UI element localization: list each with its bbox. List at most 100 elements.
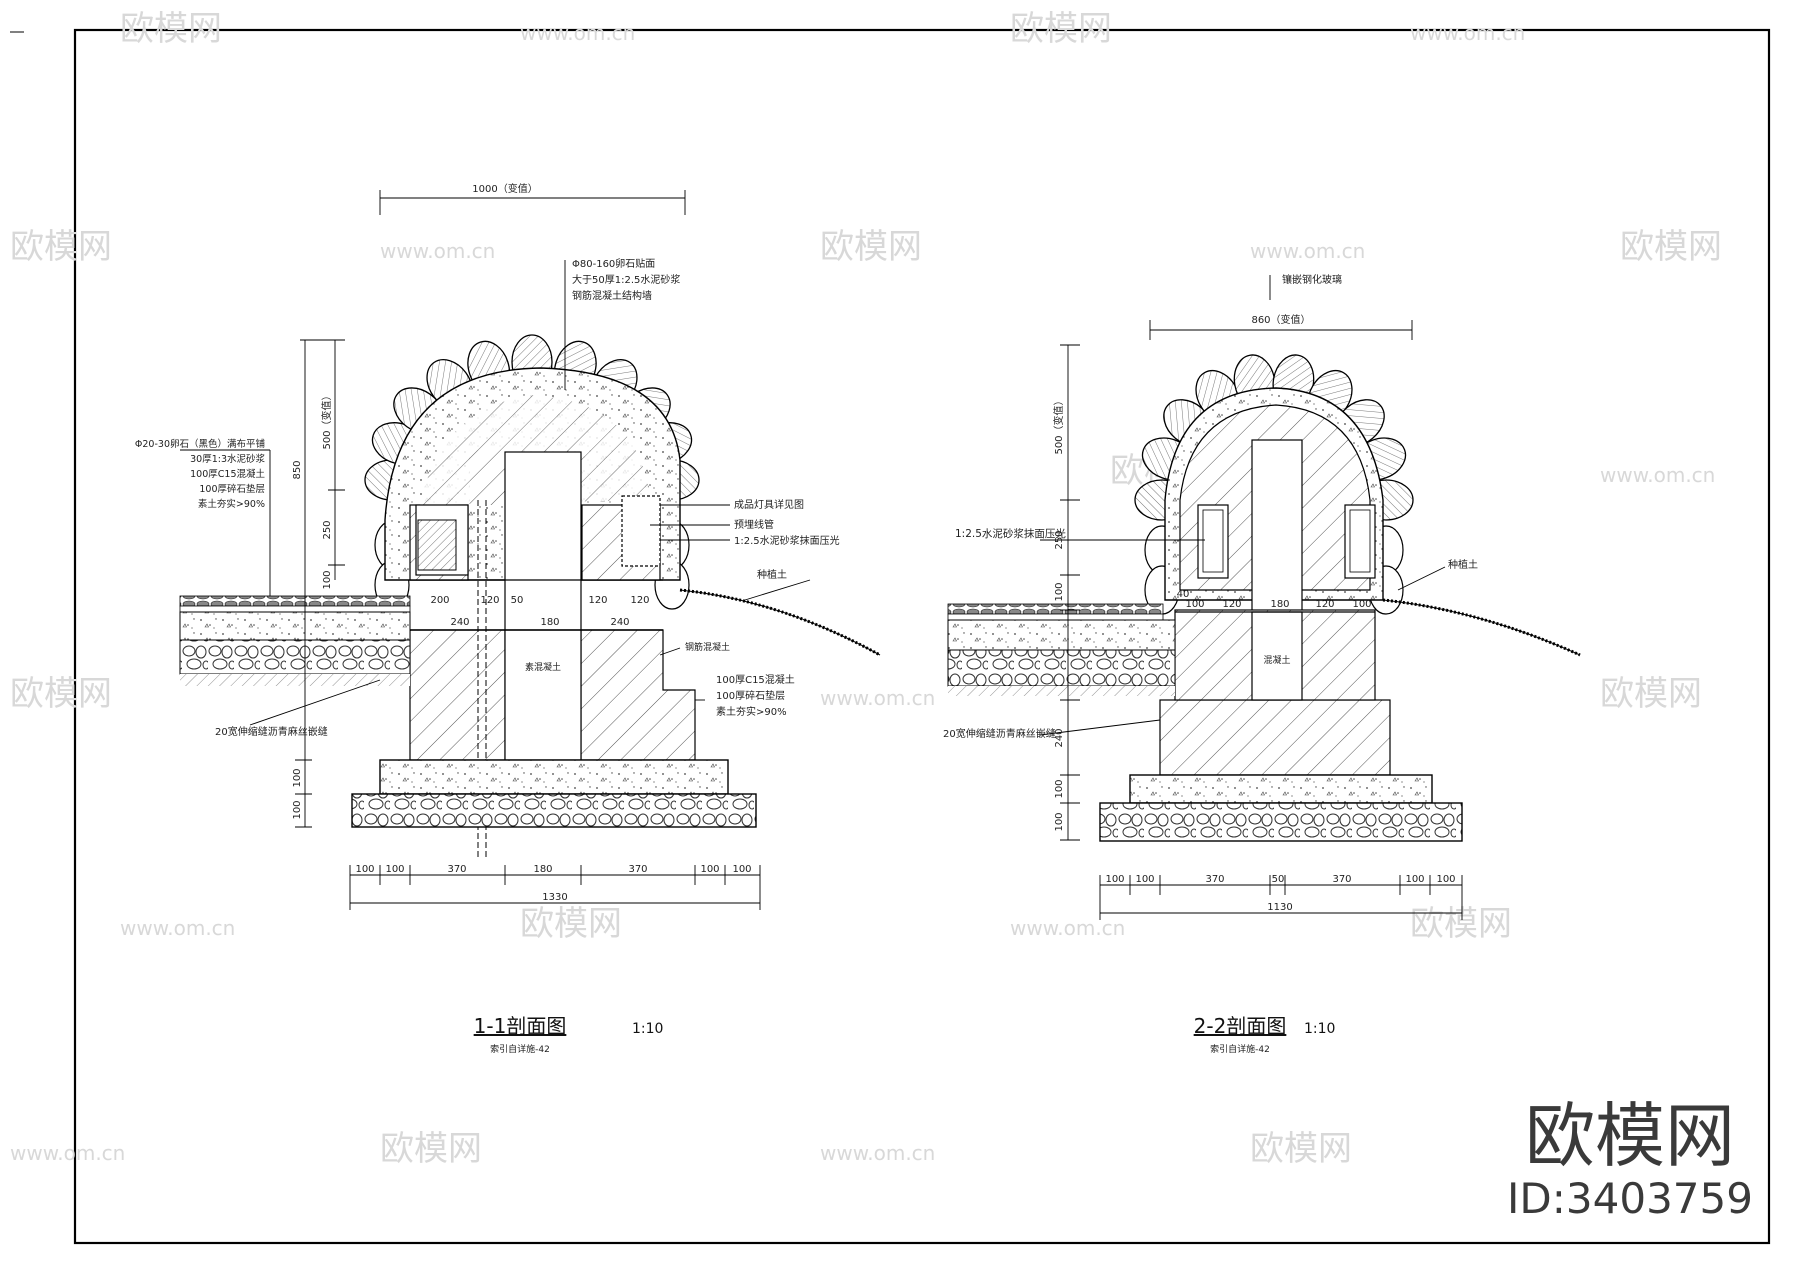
bottom-dim: 370 — [1205, 874, 1224, 885]
bottom-dim: 370 — [628, 864, 647, 875]
foundation-concrete — [1129, 774, 1433, 804]
left-note-1: Φ20-30卵石（黑色）满布平铺 — [135, 438, 265, 450]
top-dim-label: 860（变值） — [1251, 313, 1310, 326]
section-2-scale: 1:10 — [1304, 1021, 1335, 1037]
paving-pebbles — [947, 603, 1164, 615]
bottom-dim: 50 — [1272, 874, 1285, 885]
mid-note-2: 钢筋混凝土 — [685, 641, 730, 653]
watermark-text: www.om.cn — [820, 686, 935, 710]
left-note-2: 30厚1:3水泥砂浆 — [190, 453, 265, 465]
section-2-note: 索引自详施-42 — [1210, 1043, 1270, 1055]
drawing-frame — [73, 28, 1771, 1245]
dim-label-f2: 100 — [292, 800, 303, 819]
top-label: 镶嵌钢化玻璃 — [1282, 273, 1342, 286]
left-note-4: 100厚碎石垫层 — [199, 483, 265, 495]
bottom-dim: 100 — [1405, 874, 1424, 885]
inner-dim-200: 200 — [430, 595, 449, 606]
foundation-concrete — [379, 759, 729, 795]
watermark-text: 欧模网 — [1620, 227, 1722, 267]
badge-backdrop — [1505, 1085, 1750, 1225]
inner-dim-120a: 120 — [480, 595, 499, 606]
dims-1 — [180, 190, 811, 910]
watermark-text: 欧模网 — [820, 227, 922, 267]
lower-right-note-3: 素土夯实>90% — [716, 705, 787, 718]
bottom-dim: 100 — [700, 864, 719, 875]
watermark-text: 欧模网 — [1410, 904, 1512, 944]
paving-pebbles — [179, 595, 411, 607]
planting-soil-slope — [1382, 598, 1581, 657]
mid-note-1: 素混凝土 — [525, 661, 561, 673]
watermark-text: 欧模网 — [1250, 1129, 1352, 1169]
mid-dim-240a: 240 — [450, 617, 469, 628]
wall-lower — [1159, 699, 1391, 776]
section-1-note: 索引自详施-42 — [490, 1043, 550, 1055]
dim-label-f1: 100 — [292, 768, 303, 787]
inner-dim-50: 50 — [511, 595, 524, 606]
bottom-dim: 100 — [385, 864, 404, 875]
dome-note-3: 钢筋混凝土结构墙 — [572, 289, 652, 302]
inner-dim: 120 — [1222, 599, 1241, 610]
section-1-title: 1-1剖面图 — [474, 1014, 567, 1038]
foundation-gravel — [1099, 802, 1463, 842]
section-2-title: 2-2剖面图 — [1194, 1014, 1287, 1038]
dim-label-f1: 100 — [1054, 779, 1065, 798]
paving-mortar — [947, 613, 1164, 621]
dome-note-1: Φ80-160卵石贴面 — [572, 257, 655, 270]
watermark-text: www.om.cn — [520, 21, 635, 45]
bottom-total: 1330 — [542, 892, 567, 903]
watermark-text: www.om.cn — [1250, 239, 1365, 263]
dim-label-mid: 250 — [322, 520, 333, 539]
dim-label-low: 100 — [322, 570, 333, 589]
left-note-5: 素土夯实>90% — [198, 498, 265, 510]
dim-label-f2: 100 — [1054, 812, 1065, 831]
section-1-scale: 1:10 — [632, 1021, 663, 1037]
watermark-text: www.om.cn — [820, 1141, 935, 1165]
joint-note: 20宽伸缩缝沥青麻丝嵌缝 — [215, 725, 328, 738]
bottom-dim: 370 — [447, 864, 466, 875]
watermark-text: 欧模网 — [1010, 9, 1112, 49]
dim-label-base: 240 — [1054, 728, 1065, 747]
dims-2 — [1039, 275, 1463, 920]
watermark-text: 欧模网 — [120, 9, 222, 49]
right-note-1: 成品灯具详见图 — [734, 498, 804, 511]
bottom-dims-1: 100 100 370 180 370 100 100 1330 — [355, 864, 751, 903]
bottom-dim: 100 — [355, 864, 374, 875]
section-1-drawing — [179, 190, 881, 910]
watermark-text: www.om.cn — [10, 1141, 125, 1165]
right-note: 种植土 — [1448, 558, 1478, 571]
inner-dim: 120 — [1315, 599, 1334, 610]
right-note-4: 种植土 — [757, 568, 787, 581]
left-note: 1:2.5水泥砂浆抹面压光 — [955, 527, 1066, 540]
bottom-dim: 100 — [732, 864, 751, 875]
inner-dim: 100 — [1352, 599, 1371, 610]
watermark-text: www.om.cn — [120, 916, 235, 940]
mid-dim-180: 180 — [540, 617, 559, 628]
wall-left-lower — [409, 629, 506, 761]
inner-dim: 100 — [1185, 599, 1204, 610]
bottom-dim: 180 — [533, 864, 552, 875]
lamp-right — [621, 495, 661, 567]
bottom-dim: 100 — [1135, 874, 1154, 885]
watermark-text: 欧模网 — [10, 674, 112, 714]
watermark-text: www.om.cn — [1410, 21, 1525, 45]
paving-soil — [180, 674, 410, 686]
watermark-text: 欧模网 — [520, 904, 622, 944]
mid-dim-240b: 240 — [610, 617, 629, 628]
inner-dims-2: 100 40 120 180 120 100 — [1177, 589, 1372, 610]
inner-dim-120b: 120 — [588, 595, 607, 606]
mid-note: 混凝土 — [1263, 654, 1290, 666]
bottom-total: 1130 — [1267, 902, 1292, 913]
bottom-dim: 370 — [1332, 874, 1351, 885]
top-dim-label: 1000（变值） — [472, 182, 537, 195]
inner-dim: 180 — [1270, 599, 1289, 610]
lower-right-note-2: 100厚碎石垫层 — [716, 689, 785, 702]
paving-concrete — [179, 611, 411, 641]
dim-label-mid: 250 — [1054, 530, 1065, 549]
paving-concrete — [947, 619, 1176, 651]
joint-note: 20宽伸缩缝沥青麻丝嵌缝 — [943, 727, 1056, 740]
badge-brand: 欧模网 — [1525, 1095, 1735, 1177]
inner-dim-120c: 120 — [630, 595, 649, 606]
watermark-text: 欧模网 — [1600, 674, 1702, 714]
bottom-dims-2: 100 100 370 50 370 100 100 1130 — [1105, 874, 1455, 913]
